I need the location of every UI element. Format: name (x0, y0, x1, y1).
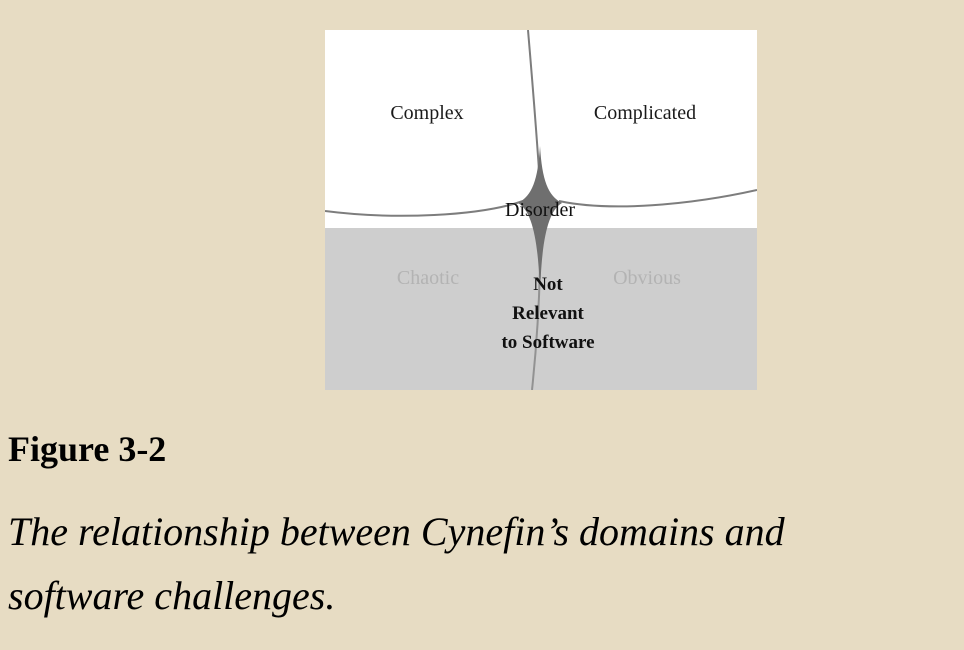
vertical-boundary-bottom (531, 267, 541, 390)
cynefin-diagram: Complex Complicated Disorder Chaotic Obv… (325, 30, 757, 390)
quadrant-label-obvious: Obvious (613, 267, 681, 289)
vertical-boundary-top (527, 30, 541, 186)
figure-caption: The relationship between Cynefin’s domai… (8, 500, 785, 628)
caption-line-2: software challenges. (8, 573, 336, 618)
disorder-blob (518, 146, 562, 282)
not-relevant-label: Not Relevant to Software (501, 270, 594, 357)
not-relevant-line-2: Relevant (512, 303, 584, 324)
right-boundary (558, 189, 757, 208)
figure-label: Figure 3-2 (8, 429, 167, 469)
not-relevant-line-3: to Software (501, 332, 595, 353)
center-label-disorder: Disorder (505, 199, 575, 221)
quadrant-label-complicated: Complicated (593, 102, 697, 124)
caption-line-1: The relationship between Cynefin’s domai… (8, 509, 785, 554)
not-relevant-line-1: Not (533, 274, 563, 295)
cynefin-diagram-canvas (325, 30, 757, 390)
quadrant-label-chaotic: Chaotic (396, 267, 460, 289)
quadrant-label-complex: Complex (390, 102, 464, 124)
left-boundary (325, 200, 524, 217)
